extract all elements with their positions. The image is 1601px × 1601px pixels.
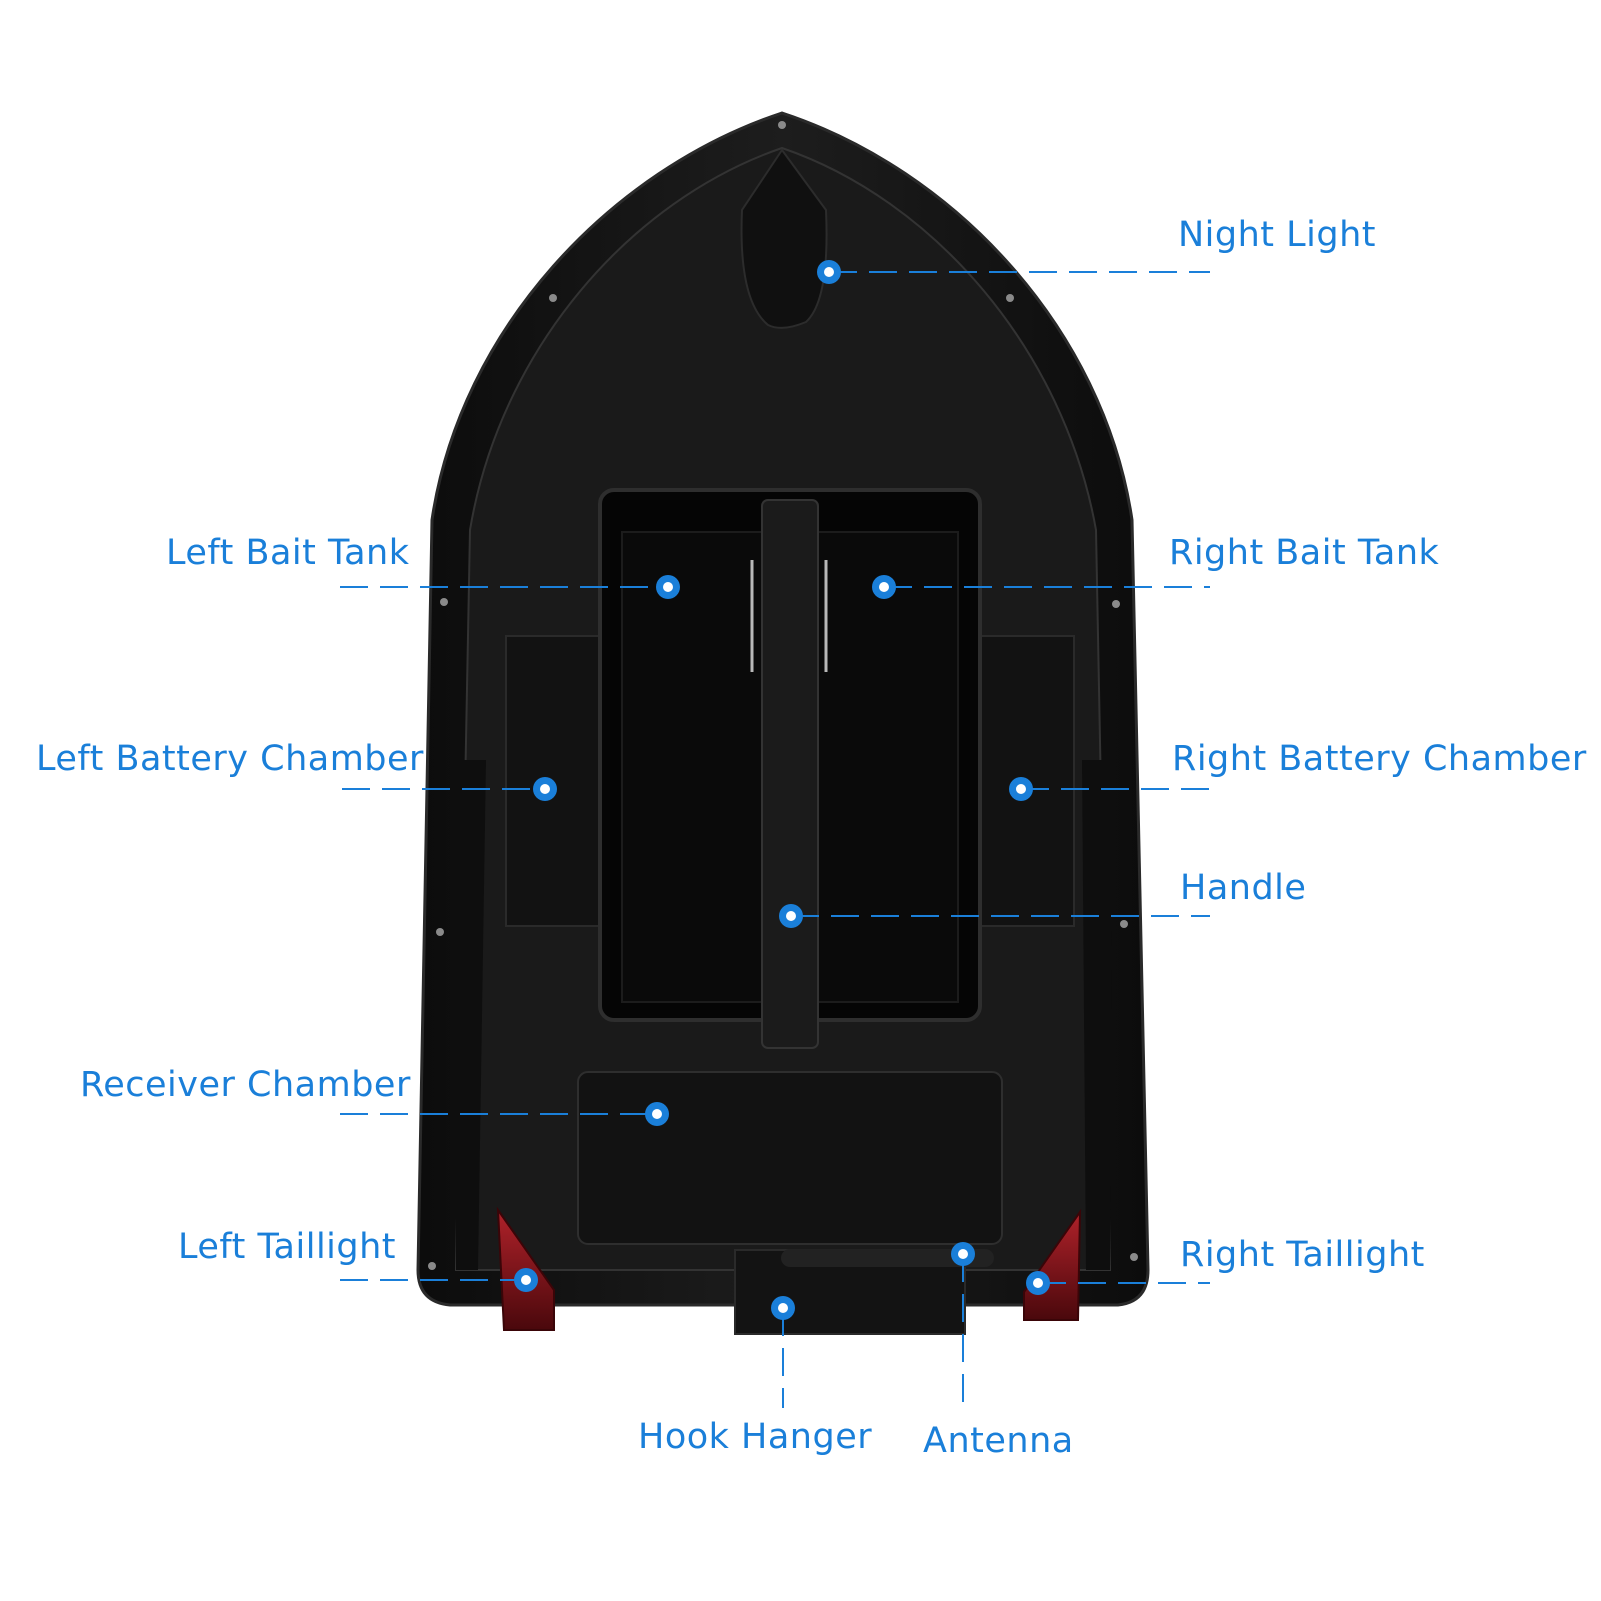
left-battery-chamber-box [505,635,601,927]
label-receiver-chamber: Receiver Chamber [80,1065,411,1105]
label-right-battery-chamber: Right Battery Chamber [1172,739,1587,779]
left-bait-tank-marker-center [663,582,673,592]
antenna-marker-center [958,1249,968,1259]
label-left-taillight: Left Taillight [178,1227,397,1267]
right-side-strip [1082,760,1112,1270]
left-battery-chamber-marker-center [540,784,550,794]
night-light-marker-center [824,267,834,277]
label-left-bait-tank: Left Bait Tank [166,533,410,573]
right-bait-tank-marker-center [879,582,889,592]
hook-hanger-marker-center [778,1303,788,1313]
label-night-light: Night Light [1178,215,1376,255]
label-hook-hanger: Hook Hanger [638,1417,873,1457]
handle-bar [761,499,819,1049]
label-handle: Handle [1180,868,1307,908]
receiver-chamber-marker-center [652,1109,662,1119]
left-side-strip [456,760,486,1270]
label-right-taillight: Right Taillight [1180,1235,1425,1275]
label-right-bait-tank: Right Bait Tank [1169,533,1440,573]
hull-screws [428,121,1138,1270]
handle-marker-center [786,911,796,921]
label-left-battery-chamber: Left Battery Chamber [36,739,424,779]
label-antenna: Antenna [923,1421,1074,1461]
right-battery-chamber-marker-center [1016,784,1026,794]
right-taillight-marker-center [1033,1278,1043,1288]
callout-layer [340,260,1210,1410]
handle-wire [750,560,828,672]
receiver-chamber-lid [577,1071,1003,1245]
left-taillight-marker-center [521,1275,531,1285]
